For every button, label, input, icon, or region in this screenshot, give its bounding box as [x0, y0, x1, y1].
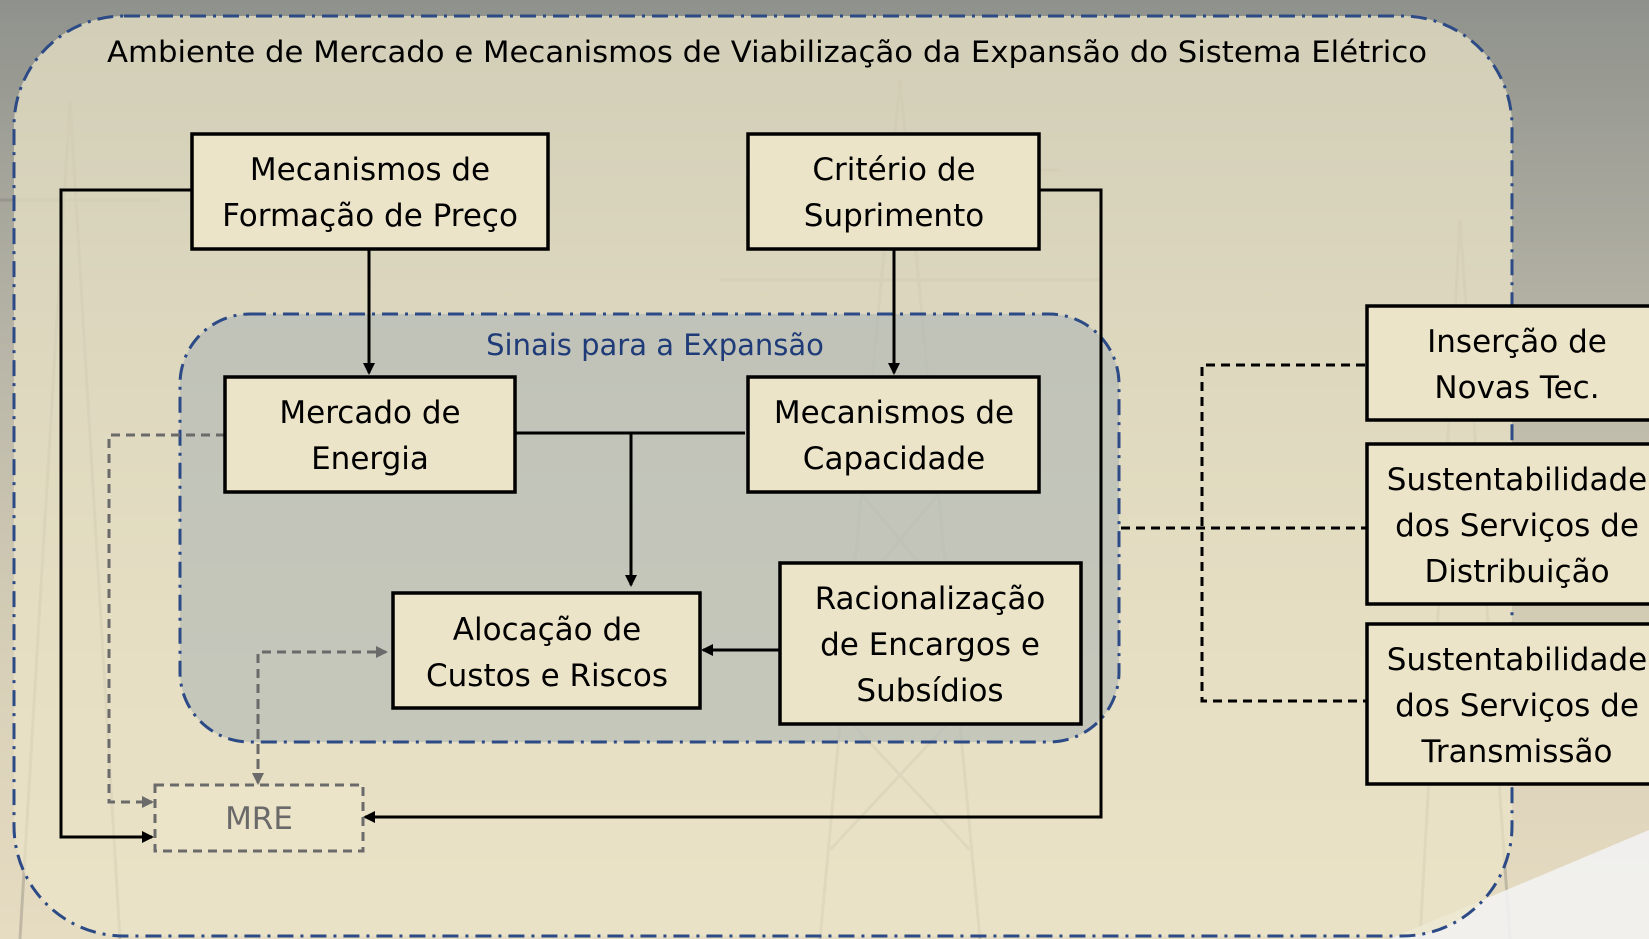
arrow-criterio-to-mre	[363, 188, 1103, 823]
mercado-line2: Energia	[311, 441, 429, 477]
box-formacao-preco: Mecanismos de Formação de Preço	[190, 132, 550, 251]
box-novas-tec: Inserção de Novas Tec.	[1365, 304, 1649, 422]
transmissao-line3: Transmissão	[1421, 734, 1613, 770]
capacidade-line2: Capacidade	[803, 441, 985, 477]
distribuicao-line1: Sustentabilidade	[1387, 462, 1647, 498]
novas-tec-line1: Inserção de	[1427, 324, 1607, 360]
capacidade-line1: Mecanismos de	[774, 395, 1014, 431]
inner-title: Sinais para a Expansão	[486, 328, 824, 362]
distribuicao-line3: Distribuição	[1424, 554, 1609, 590]
box-racionalizacao: Racionalização de Encargos e Subsídios	[778, 561, 1083, 726]
mercado-line1: Mercado de	[279, 395, 460, 431]
box-alocacao-custos: Alocação de Custos e Riscos	[391, 591, 702, 710]
box-sust-distribuicao: Sustentabilidade dos Serviços de Distrib…	[1365, 442, 1649, 606]
box-sust-transmissao: Sustentabilidade dos Serviços de Transmi…	[1365, 622, 1649, 786]
transmissao-line1: Sustentabilidade	[1387, 642, 1647, 678]
distribuicao-line2: dos Serviços de	[1395, 508, 1639, 544]
dashed-mre-alocacao	[256, 646, 388, 783]
racionalizacao-line2: de Encargos e	[820, 627, 1040, 663]
box-mercado-energia: Mercado de Energia	[223, 375, 517, 494]
dashed-right-bracket	[1200, 363, 1367, 703]
racionalizacao-line1: Racionalização	[815, 581, 1046, 617]
formacao-preco-line1: Mecanismos de	[250, 152, 490, 188]
outer-title: Ambiente de Mercado e Mecanismos de Viab…	[107, 35, 1427, 69]
arrow-formacao-to-mre	[59, 188, 192, 843]
transmissao-line2: dos Serviços de	[1395, 688, 1639, 724]
box-mecanismos-capacidade: Mecanismos de Capacidade	[746, 375, 1041, 494]
mre-label: MRE	[225, 801, 293, 837]
alocacao-line2: Custos e Riscos	[426, 658, 668, 694]
box-mre: MRE	[153, 783, 365, 853]
racionalizacao-line3: Subsídios	[856, 673, 1003, 709]
criterio-line1: Critério de	[812, 152, 975, 188]
formacao-preco-line2: Formação de Preço	[222, 198, 518, 234]
connectors	[59, 188, 1367, 843]
box-criterio-suprimento: Critério de Suprimento	[746, 132, 1041, 251]
alocacao-line1: Alocação de	[453, 612, 641, 648]
novas-tec-line2: Novas Tec.	[1434, 370, 1599, 406]
criterio-line2: Suprimento	[804, 198, 984, 234]
